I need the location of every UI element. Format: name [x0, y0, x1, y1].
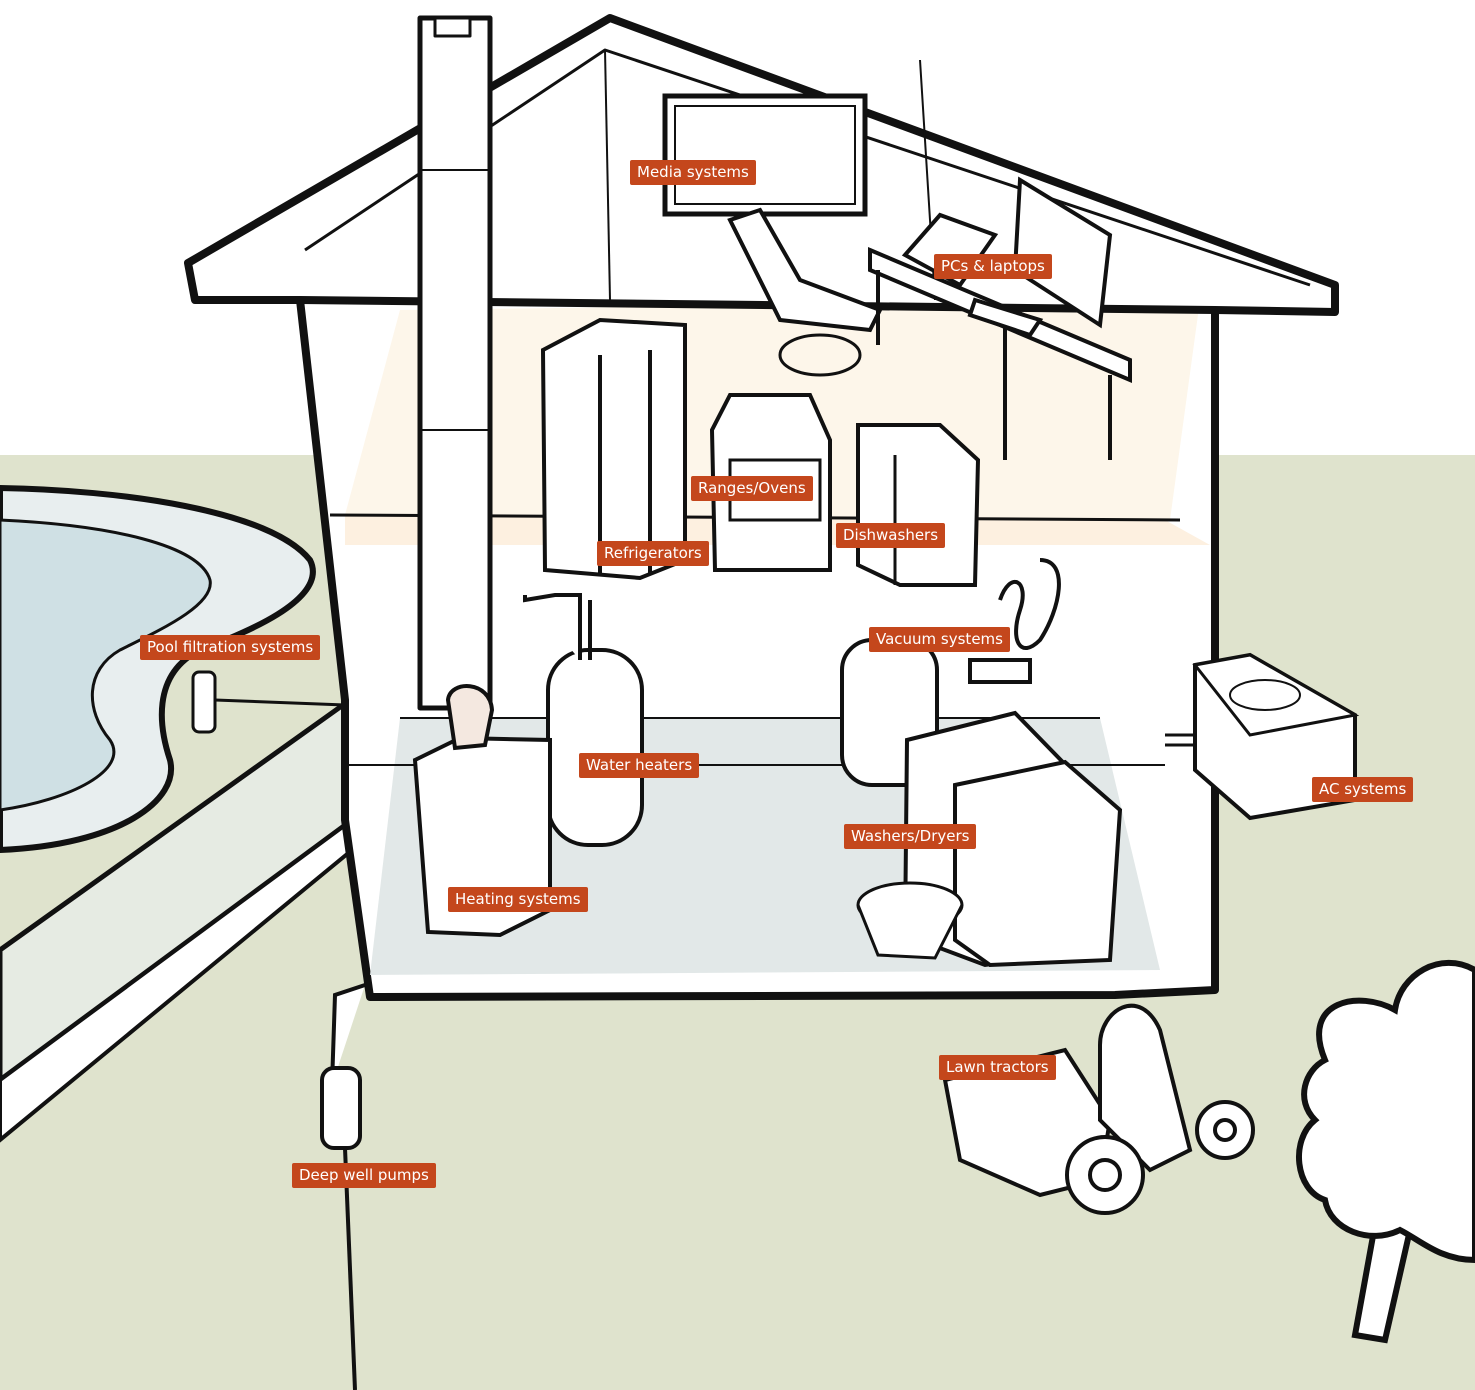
label-ac-systems[interactable]: AC systems — [1312, 777, 1414, 802]
refrigerator-illustration — [540, 317, 687, 581]
pool-illustration — [0, 485, 316, 853]
label-water-heaters[interactable]: Water heaters — [579, 753, 700, 778]
lawn-tractor-illustration — [942, 1003, 1255, 1215]
furnace-illustration — [412, 684, 552, 938]
tree-illustration — [1296, 959, 1475, 1344]
dishwasher-illustration — [856, 423, 981, 587]
vacuum-illustration — [968, 558, 1061, 684]
label-washers-dryers[interactable]: Washers/Dryers — [844, 824, 977, 849]
label-vacuum-systems[interactable]: Vacuum systems — [869, 627, 1010, 652]
pool-filter-unit — [191, 670, 346, 734]
label-deep-well-pumps[interactable]: Deep well pumps — [292, 1163, 436, 1188]
label-heating-systems[interactable]: Heating systems — [448, 887, 588, 912]
label-lawn-tractors[interactable]: Lawn tractors — [939, 1055, 1056, 1080]
desk-illustration — [868, 176, 1132, 460]
label-ranges-ovens[interactable]: Ranges/Ovens — [691, 476, 813, 501]
label-refrigerators[interactable]: Refrigerators — [597, 541, 709, 566]
tv-illustration — [662, 93, 868, 217]
label-pcs-laptops[interactable]: PCs & laptops — [934, 254, 1052, 279]
label-dishwashers[interactable]: Dishwashers — [836, 523, 946, 548]
laundry-basket — [856, 881, 964, 960]
label-media-systems[interactable]: Media systems — [630, 160, 756, 185]
washer-dryer-illustration — [902, 710, 1123, 968]
label-pool-filtration-systems[interactable]: Pool filtration systems — [140, 635, 321, 660]
water-heater-illustration — [523, 593, 644, 847]
well-pump-illustration — [320, 983, 366, 1390]
